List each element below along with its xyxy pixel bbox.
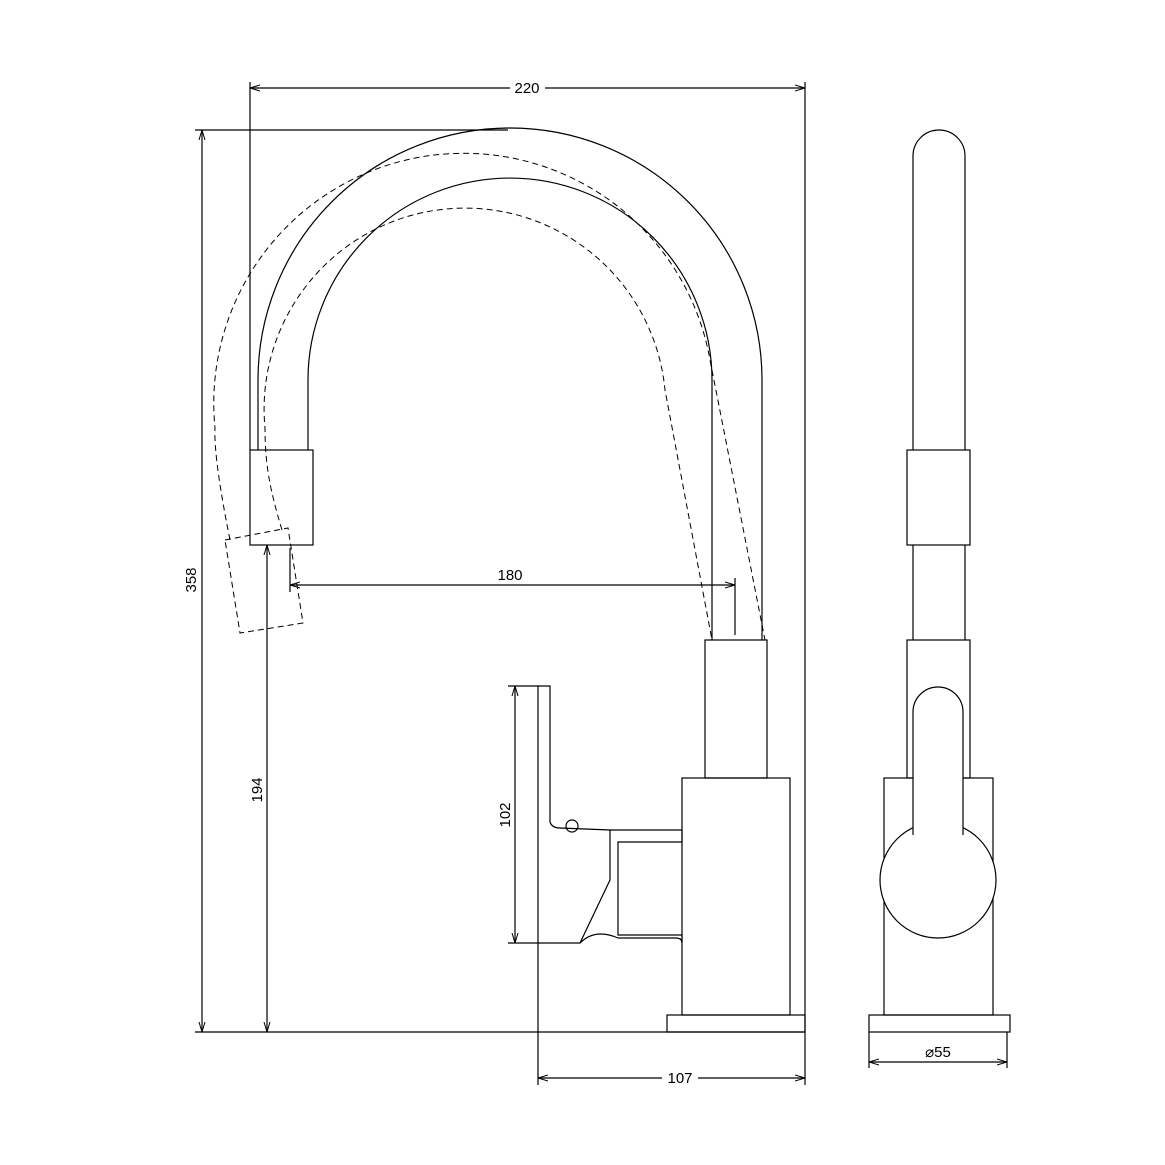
dim-overall-width: 220 bbox=[514, 80, 539, 97]
side-handle-hub bbox=[879, 821, 997, 939]
dim-spout-clearance: 194 bbox=[249, 777, 266, 802]
dim-handle-height: 102 bbox=[497, 802, 514, 827]
spout-outer-arc bbox=[257, 127, 763, 640]
side-spray-head bbox=[906, 449, 971, 546]
side-tube bbox=[912, 545, 966, 640]
side-base-plate bbox=[868, 1014, 1011, 1033]
handle-screw bbox=[565, 819, 579, 833]
spray-head bbox=[249, 449, 314, 546]
side-view bbox=[868, 129, 1011, 1033]
spout-tube bbox=[704, 639, 768, 779]
spout-swivel-inner-dashed bbox=[263, 207, 713, 641]
dim-base-diameter: ⌀55 bbox=[925, 1044, 951, 1061]
dimension-lines bbox=[195, 82, 1008, 1085]
dim-overall-height: 358 bbox=[183, 567, 200, 592]
spray-head-swivel-dashed bbox=[224, 527, 304, 634]
body-block bbox=[681, 777, 791, 1016]
dim-reach: 180 bbox=[497, 567, 522, 584]
spout-inner-arc bbox=[307, 177, 713, 640]
base-plate bbox=[666, 1014, 806, 1033]
handle-cartridge bbox=[579, 829, 683, 944]
side-spout bbox=[912, 129, 966, 450]
lever-handle bbox=[537, 685, 611, 944]
side-lever bbox=[912, 686, 964, 835]
dim-body-depth: 107 bbox=[667, 1070, 692, 1087]
front-view bbox=[213, 127, 806, 1033]
spout-swivel-outer-dashed bbox=[213, 152, 766, 641]
